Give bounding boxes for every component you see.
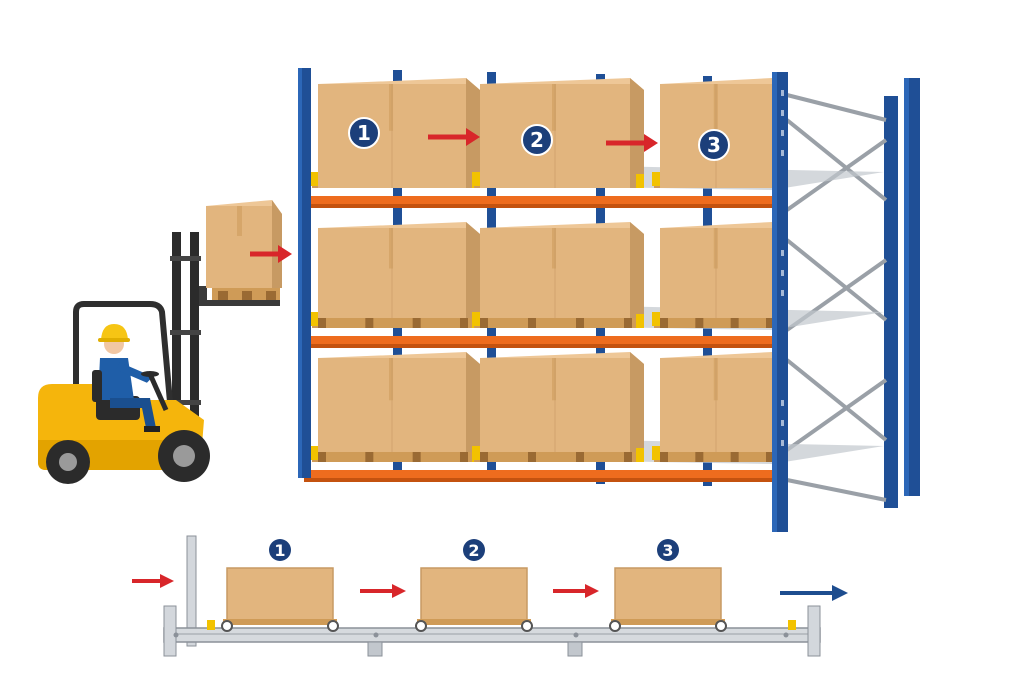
flow-position-label: 1 [274,541,285,560]
rack-level [304,352,884,482]
rack-position-badge: 1 [348,117,380,149]
pallet-box [318,352,480,452]
rack-position-label: 2 [530,128,544,152]
pallet-box [660,352,786,452]
flow-arrow-icon [132,574,174,588]
flow-arrow-icon [553,584,599,598]
flow-arrow-icon [428,128,480,146]
rack-position-label: 1 [357,121,371,145]
pallet-box [480,222,644,318]
flow-position-label: 3 [662,541,673,560]
worker-icon [92,324,169,432]
rack-flow-arrows [428,128,658,152]
pallet-box [480,352,644,452]
flow-carts: 1 2 3 [221,539,727,632]
flow-cart: 1 [221,539,339,632]
rack-levels [304,78,884,482]
pallet-box [480,78,644,188]
flow-arrow-icon [606,134,658,152]
rack-position-badges: 1 2 3 [348,117,730,161]
rack-position-badge: 2 [521,124,553,156]
pallet-box [318,78,480,188]
rack-front-uprights [298,68,788,532]
pallet-box [318,222,480,318]
flow-cart: 2 [415,539,533,632]
rack-position-badge: 3 [698,129,730,161]
flow-cart: 3 [609,539,727,632]
pallet-box [660,222,786,318]
flow-arrow-icon [780,585,848,601]
flow-position-label: 2 [468,541,479,560]
forklift-icon [38,200,292,484]
rack-position-label: 3 [707,133,721,157]
side-bracing [785,93,888,502]
flow-diagram: 1 2 3 [132,535,848,657]
rack-frame-back [785,78,920,508]
flow-arrow-icon [360,584,406,598]
rack-level [304,222,884,348]
